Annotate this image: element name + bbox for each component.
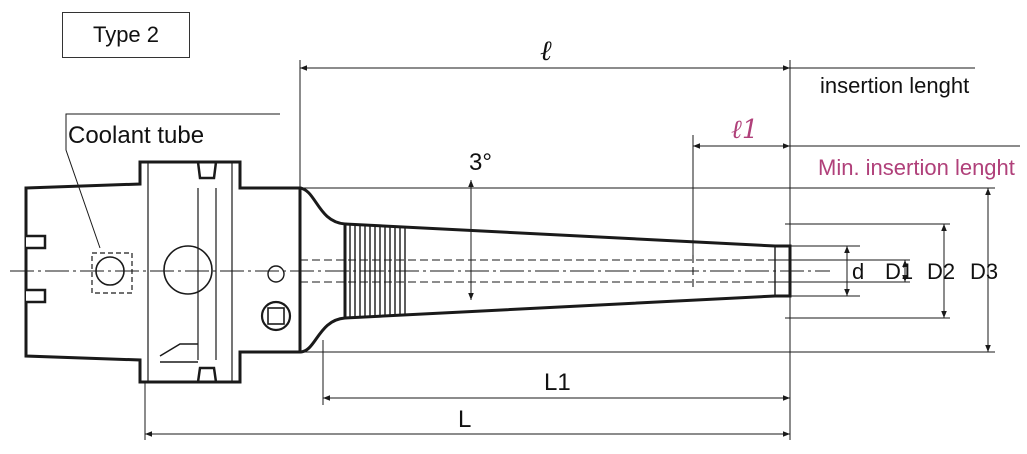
d-label: d <box>852 259 864 284</box>
coolant-tube-circle <box>95 256 125 286</box>
ell-label: ℓ <box>540 34 552 67</box>
access-hole <box>163 245 213 295</box>
angle-label: 3° <box>469 149 492 176</box>
knurled-grip <box>344 224 406 318</box>
coolant-tube-label: Coolant tube <box>68 122 204 149</box>
flange-groove-top <box>196 161 218 180</box>
drive-slot-bottom <box>26 288 47 304</box>
D1-label: D1 <box>885 259 913 284</box>
type-label-box: Type 2 <box>62 12 190 58</box>
D3-label: D3 <box>970 259 998 284</box>
D2-label: D2 <box>927 259 955 284</box>
flange-groove-bottom <box>196 366 218 383</box>
drive-slot-top <box>26 234 47 250</box>
bore-hidden-lines <box>299 255 775 287</box>
L-label: L <box>458 406 471 433</box>
coolant-tube-hidden <box>91 252 133 294</box>
ell1-label: ℓ1 <box>731 115 758 145</box>
insertion-length-label: insertion lenght <box>820 73 969 98</box>
small-hole <box>267 265 285 283</box>
L1-label: L1 <box>544 369 571 396</box>
extension-lines <box>144 60 1020 440</box>
coolant-tube-leader <box>65 113 280 249</box>
min-insertion-length-label: Min. insertion lenght <box>818 155 1015 180</box>
set-screw <box>260 300 292 332</box>
shank-flange <box>24 160 302 384</box>
neck <box>299 186 347 354</box>
